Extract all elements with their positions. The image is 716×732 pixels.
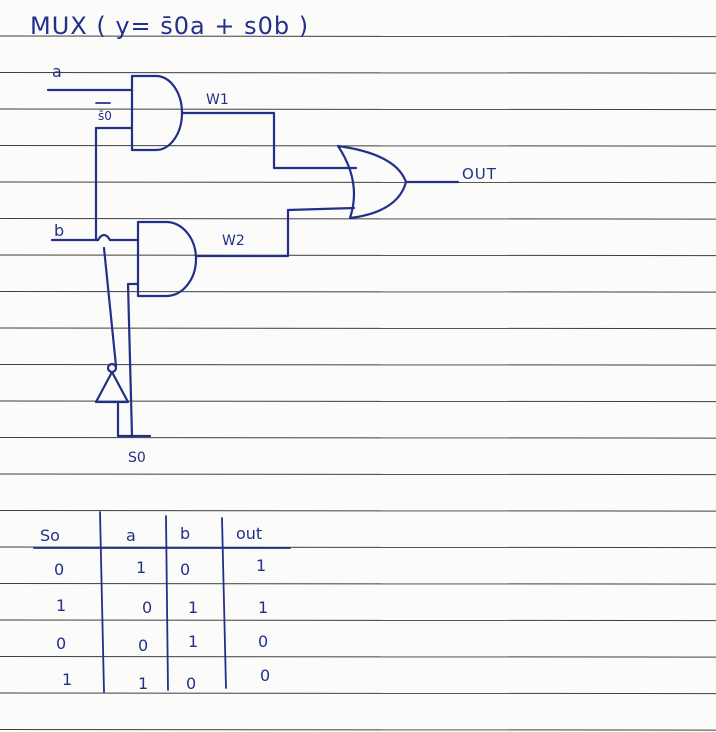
ruled-line [0,692,716,695]
ruled-line [0,35,716,38]
s0bar-feed-lower [102,246,118,368]
table-cell: 1 [256,556,267,575]
table-header-b: b [180,524,191,543]
table-cell: 1 [188,598,199,617]
not-input-wire [116,400,134,438]
table-cell: 1 [138,674,149,693]
ruled-line [0,656,716,658]
table-divider-3 [221,517,227,689]
table-cell: 0 [260,666,271,685]
not-gate-bubble [106,362,118,374]
table-header-a: a [126,526,136,545]
w2-label: W2 [222,233,245,249]
table-cell: 1 [56,596,67,615]
table-cell: 0 [54,560,65,579]
or-gate [336,144,408,220]
diagram-title: MUX ( y= s̄0a + s0b ) [30,12,310,40]
ruled-line [0,437,716,439]
table-header-out: out [236,524,263,543]
and-gate-1 [130,74,184,152]
table-cell: 0 [258,632,269,651]
ruled-line [0,108,716,111]
input-b-label: b [54,221,65,240]
ruled-line [0,327,716,330]
table-cell: 0 [180,560,191,579]
s0-bar-label: s̄0 [98,109,112,123]
table-cell: 1 [258,598,269,617]
w2-wire [194,206,356,258]
output-label: OUT [462,165,497,183]
table-cell: 1 [136,558,147,577]
s0-feed [126,282,152,438]
ruled-line [0,145,716,147]
ruled-line [0,181,716,184]
ruled-line [0,583,716,585]
and-gate-2 [136,220,198,298]
w1-wire [180,111,358,170]
ruled-line [0,729,716,731]
table-cell: 0 [142,598,153,617]
table-cell: 0 [56,634,67,653]
table-cell: 1 [62,670,73,689]
table-header-s0: So [40,526,60,545]
ruled-line [0,619,716,622]
ruled-line [0,364,716,366]
ruled-line [0,72,716,74]
table-divider-2 [165,515,169,691]
s0bar-feed-upper [94,126,100,242]
table-divider-1 [99,511,105,693]
w1-label: W1 [206,92,229,108]
not-gate [94,370,130,404]
table-cell: 0 [138,636,149,655]
ruled-line [0,473,716,476]
ruled-line [0,254,716,257]
table-cell: 1 [188,632,199,651]
select-s0-label: S0 [128,450,146,466]
ruled-line [0,510,716,512]
ruled-line [0,291,716,293]
table-cell: 0 [186,674,197,693]
ruled-line [0,218,716,220]
input-a-label: a [52,62,62,81]
